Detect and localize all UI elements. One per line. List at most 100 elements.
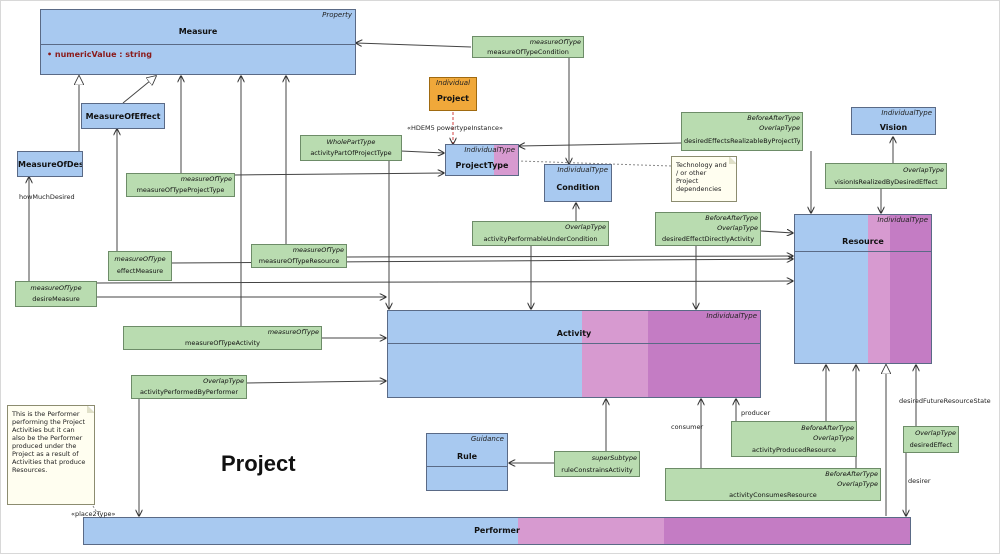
- edge-label-producer: producer: [741, 409, 771, 417]
- assoc-name: desireMeasure: [32, 295, 80, 303]
- assoc-stereotype-2: OverlapType: [717, 224, 758, 232]
- class-measure-of-effect[interactable]: MeasureOfEffect: [81, 103, 165, 129]
- class-resource[interactable]: IndividualType Resource: [794, 214, 932, 364]
- assoc-name: measureOfTypeResource: [258, 257, 340, 265]
- class-measure-of-desire[interactable]: MeasureOfDesire: [17, 151, 83, 177]
- class-vision[interactable]: IndividualType Vision: [851, 107, 936, 135]
- edge-label-desirer: desirer: [908, 477, 931, 485]
- edge-tech-note: [518, 160, 672, 167]
- assoc-desired-effects-realizable[interactable]: BeforeAfterType OverlapType desiredEffec…: [681, 112, 803, 151]
- assoc-stereotype: BeforeAfterType: [747, 114, 800, 122]
- class-condition[interactable]: IndividualType Condition: [544, 164, 612, 202]
- assoc-vision-is-realized[interactable]: OverlapType visionIsRealizedByDesiredEff…: [825, 163, 947, 189]
- stereotype-label: Property: [322, 11, 352, 19]
- assoc-name: activityPerformedByPerformer: [139, 388, 239, 396]
- assoc-stereotype: OverlapType: [915, 429, 956, 437]
- edge-dm-resource: [96, 281, 793, 283]
- assoc-stereotype-2: OverlapType: [759, 124, 800, 132]
- note-text: This is the Performer performing the Pro…: [12, 410, 86, 474]
- edge-label-place2type: «place2Type»: [71, 510, 116, 518]
- assoc-activity-consumes-resource[interactable]: BeforeAfterType OverlapType activityCons…: [665, 468, 881, 501]
- edge-der-projecttype: [519, 143, 682, 146]
- edge-apbp-activity: [245, 381, 386, 383]
- assoc-measure-of-type-condition[interactable]: measureOfType measureOfTypeCondition: [472, 36, 584, 58]
- edge-label-consumer: consumer: [671, 423, 704, 431]
- class-name: MeasureOfEffect: [85, 112, 161, 121]
- assoc-stereotype: measureOfType: [529, 38, 581, 46]
- assoc-activity-part-of-project-type[interactable]: WholePartType activityPartOfProjectType: [300, 135, 402, 161]
- class-name: Measure: [178, 27, 218, 36]
- assoc-stereotype: OverlapType: [565, 223, 606, 231]
- edge-label-how-much-desired: howMuchDesired: [19, 193, 75, 201]
- assoc-stereotype: WholePartType: [326, 138, 376, 146]
- assoc-desired-effect-directly-activity[interactable]: BeforeAfterType OverlapType desiredEffec…: [655, 212, 761, 246]
- stereotype-label: IndividualType: [881, 109, 932, 117]
- class-activity[interactable]: IndividualType Activity: [387, 310, 761, 398]
- assoc-activity-performable-under-condition[interactable]: OverlapType activityPerformableUnderCond…: [472, 221, 609, 246]
- assoc-name: activityConsumesResource: [729, 491, 817, 499]
- edge-mtpt-projecttype: [233, 173, 444, 175]
- edge-note-performer: [92, 505, 102, 520]
- assoc-stereotype: OverlapType: [203, 377, 244, 385]
- assoc-name: activityProducedResource: [751, 446, 837, 454]
- assoc-activity-performed-by-performer[interactable]: OverlapType activityPerformedByPerformer: [131, 375, 247, 399]
- class-name: Condition: [556, 183, 600, 192]
- class-name: ProjectType: [455, 161, 509, 170]
- class-rule[interactable]: Guidance Rule: [426, 433, 508, 491]
- assoc-stereotype: measureOfType: [30, 284, 82, 292]
- individual-project[interactable]: Individual Project: [429, 77, 477, 111]
- individual-name: Project: [436, 94, 470, 103]
- class-name: Activity: [556, 329, 592, 338]
- note-technology[interactable]: Technology and / or other Project depend…: [671, 156, 737, 202]
- edge-label-powertype: «HDEM5 powertypeInstance»: [407, 124, 504, 132]
- assoc-name: visionIsRealizedByDesiredEffect: [834, 178, 938, 186]
- assoc-effect-measure[interactable]: measureOfType effectMeasure: [108, 251, 172, 281]
- assoc-stereotype: superSubtype: [591, 454, 637, 462]
- assoc-stereotype-2: OverlapType: [837, 480, 878, 488]
- assoc-stereotype: BeforeAfterType: [825, 470, 878, 478]
- note-text: Technology and / or other Project depend…: [676, 161, 727, 193]
- note-performer[interactable]: This is the Performer performing the Pro…: [7, 405, 95, 505]
- gen-effect-measure: [122, 76, 156, 104]
- assoc-name: measureOfTypeProjectType: [136, 186, 225, 194]
- edge-label-desired-future: desiredFutureResourceState: [899, 397, 991, 405]
- class-name: MeasureOfDesire: [18, 160, 82, 169]
- class-name: Rule: [456, 452, 478, 461]
- assoc-stereotype: BeforeAfterType: [801, 424, 854, 432]
- class-measure[interactable]: Property Measure • numericValue : string: [40, 9, 356, 75]
- assoc-activity-produced-resource[interactable]: BeforeAfterType OverlapType activityProd…: [731, 421, 857, 457]
- edge-ded-resource: [760, 231, 793, 233]
- assoc-desire-measure[interactable]: measureOfType desireMeasure: [15, 281, 97, 307]
- assoc-name: effectMeasure: [116, 267, 164, 275]
- assoc-name: measureOfTypeActivity: [185, 339, 260, 347]
- stereotype-label: Guidance: [470, 435, 504, 443]
- assoc-name: measureOfTypeCondition: [487, 48, 569, 56]
- class-name: Performer: [474, 526, 520, 535]
- edge-mtc-measure: [356, 43, 472, 48]
- assoc-stereotype: BeforeAfterType: [705, 214, 758, 222]
- assoc-name: activityPerformableUnderCondition: [483, 235, 598, 243]
- assoc-measure-of-type-activity[interactable]: measureOfType measureOfTypeActivity: [123, 326, 322, 350]
- assoc-name: desiredEffectsRealizableByProjectType: [684, 137, 800, 145]
- stereotype-label: IndividualType: [464, 146, 515, 154]
- assoc-stereotype: measureOfType: [180, 175, 232, 183]
- edge-mtr-resource: [345, 256, 793, 257]
- assoc-stereotype: measureOfType: [114, 255, 166, 263]
- stereotype-label: IndividualType: [877, 216, 928, 224]
- assoc-rule-constrains-activity[interactable]: superSubtype ruleConstrainsActivity: [554, 451, 640, 477]
- assoc-stereotype-2: OverlapType: [813, 434, 854, 442]
- assoc-desired-effect[interactable]: OverlapType desiredEffect: [903, 426, 959, 453]
- class-name: Vision: [879, 123, 908, 132]
- class-project-type[interactable]: IndividualType ProjectType: [445, 144, 519, 176]
- assoc-name: desiredEffectDirectlyActivity: [661, 235, 755, 243]
- assoc-stereotype: measureOfType: [267, 328, 319, 336]
- stereotype-label: IndividualType: [706, 312, 757, 320]
- attribute-numeric-value: • numericValue : string: [47, 50, 152, 59]
- assoc-measure-of-type-project-type[interactable]: measureOfType measureOfTypeProjectType: [126, 173, 235, 197]
- class-performer[interactable]: Performer: [83, 517, 911, 545]
- edge-apopt-projecttype: [400, 151, 444, 153]
- assoc-name: activityPartOfProjectType: [310, 149, 392, 157]
- assoc-stereotype: measureOfType: [292, 246, 344, 254]
- assoc-measure-of-type-resource[interactable]: measureOfType measureOfTypeResource: [251, 244, 347, 268]
